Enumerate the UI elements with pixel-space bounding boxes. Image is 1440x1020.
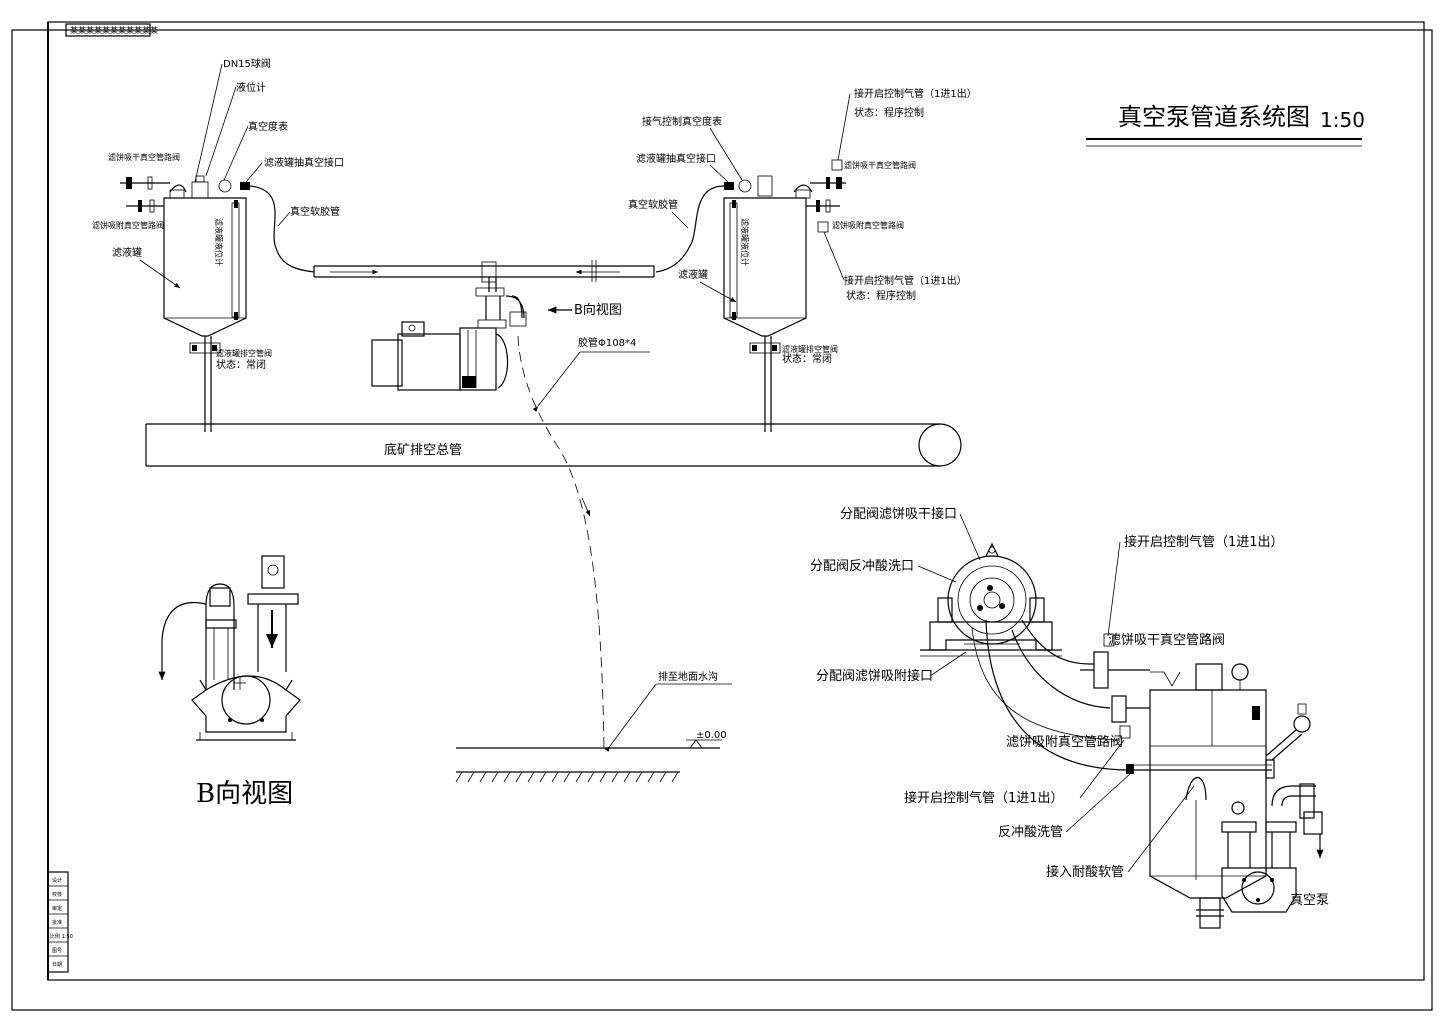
label-filtrate-vac-right: 滤液罐抽真空接口 bbox=[636, 152, 716, 165]
ground-line bbox=[455, 683, 732, 783]
main-drain-pipe bbox=[145, 423, 962, 467]
label-vacuum-gauge-left: 真空度表 bbox=[248, 120, 288, 133]
label-to-ditch: 排至地面水沟 bbox=[658, 670, 718, 683]
label-filter-dry-left: 滤饼吸干真空管路阀 bbox=[108, 152, 180, 162]
left-filtrate-tank bbox=[120, 175, 250, 432]
label-dist-backflush: 分配阀反冲酸洗口 bbox=[810, 559, 914, 574]
label-vac-hose-left: 真空软胶管 bbox=[290, 205, 340, 218]
label-acid-hose: 接入耐酸软管 bbox=[1046, 864, 1124, 880]
label-tank-right: 滤液罐 bbox=[678, 268, 708, 281]
valve-to-pump-pipes bbox=[971, 619, 1275, 779]
label-ctrl-air-big-1: 接开启控制气管（1进1出） bbox=[1124, 534, 1284, 550]
left-tank-labels: DN15球阀 液位计 真空度表 滤液罐抽真空接口 滤饼吸干真空管路阀 滤饼吸附真… bbox=[92, 57, 344, 371]
drawing-scale: 1:50 bbox=[1320, 108, 1365, 132]
right-vacuum-hose bbox=[655, 185, 725, 273]
title-block-2: 审定 bbox=[52, 905, 62, 912]
label-backflush-pipe: 反冲酸洗管 bbox=[998, 825, 1063, 840]
b-view-title: B向视图 bbox=[196, 779, 293, 809]
label-filter-ads-left: 滤饼吸附真空管路阀 bbox=[92, 220, 164, 230]
label-drain-valve-right: 滤液罐排空管阀 bbox=[782, 344, 838, 354]
right-filtrate-tank bbox=[723, 159, 846, 432]
label-filter-ads-big: 滤饼吸附真空管路阀 bbox=[1006, 734, 1123, 750]
vacuum-header-pipe bbox=[313, 260, 655, 292]
label-level-gauge: 液位计 bbox=[236, 81, 266, 94]
label-dist-dry: 分配阀滤饼吸干接口 bbox=[840, 506, 957, 522]
label-dist-ads: 分配阀滤饼吸附接口 bbox=[816, 668, 933, 684]
label-filter-dry-big: 滤饼吸干真空管路阀 bbox=[1108, 632, 1225, 648]
label-filter-ads-right: 滤饼吸附真空管路阀 bbox=[832, 220, 904, 230]
label-ctrl-air-state-1: 状态：程序控制 bbox=[854, 106, 924, 119]
label-tank-side-right: 滤液罐液位计 bbox=[740, 218, 750, 266]
label-tank-left: 滤液罐 bbox=[112, 246, 142, 259]
label-drain-state-left: 状态：常闭 bbox=[216, 358, 266, 371]
label-vacuum-pump: 真空泵 bbox=[1290, 893, 1329, 908]
title-block-5: 图号 bbox=[52, 948, 62, 954]
title-block bbox=[47, 871, 69, 973]
right-tank-labels: 接气控制真空度表 滤液罐抽真空接口 接开启控制气管（1进1出） 状态：程序控制 … bbox=[628, 87, 977, 365]
label-drain-state-right: 状态：常闭 bbox=[782, 352, 832, 365]
title-block-4: 比例 1:50 bbox=[50, 933, 73, 940]
outer-frame bbox=[11, 29, 1433, 1011]
header-box bbox=[65, 23, 151, 37]
label-ctrl-air-right-1: 接开启控制气管（1进1出） bbox=[854, 87, 977, 100]
label-tank-side-left: 滤液罐液位计 bbox=[214, 218, 224, 266]
drain-hose-to-ditch bbox=[517, 335, 605, 751]
b-view-pump bbox=[158, 555, 301, 741]
title-block-3: 批准 bbox=[52, 919, 62, 926]
title-block-6: 日期 bbox=[52, 962, 62, 968]
header-box-text: 某某某某某某某某某某某 bbox=[70, 26, 158, 35]
label-ctrl-air-right-2: 接开启控制气管（1进1出） bbox=[844, 274, 967, 287]
label-main-pipe: 底矿排空总管 bbox=[384, 442, 462, 458]
left-vacuum-hose bbox=[249, 185, 315, 273]
distribution-valve bbox=[920, 542, 1062, 657]
label-dn15: DN15球阀 bbox=[223, 57, 271, 70]
label-drain-valve-left: 滤液罐排空管阀 bbox=[216, 348, 272, 358]
drawing-title: 真空泵管道系统图 bbox=[1118, 103, 1310, 131]
big-vacuum-pump-tank bbox=[1149, 663, 1324, 929]
label-elevation: ±0.00 bbox=[696, 730, 727, 741]
label-hose-spec: 胶管Φ108*4 bbox=[578, 336, 636, 349]
inner-frame bbox=[47, 21, 1425, 981]
title-block-1: 校核 bbox=[52, 891, 62, 898]
label-filter-dry-right: 滤饼吸干真空管路阀 bbox=[844, 160, 916, 170]
center-vacuum-pump bbox=[371, 287, 527, 391]
label-ctrl-air-state-2: 状态：程序控制 bbox=[846, 289, 916, 302]
label-ctrl-air-big-2: 接开启控制气管（1进1出） bbox=[904, 790, 1064, 806]
label-air-ctrl-gauge: 接气控制真空度表 bbox=[642, 115, 722, 128]
title-block-0: 设计 bbox=[52, 877, 62, 884]
label-filtrate-vac-left: 滤液罐抽真空接口 bbox=[264, 156, 344, 169]
label-vac-hose-right: 真空软胶管 bbox=[628, 198, 678, 211]
label-b-view-arrow: B向视图 bbox=[574, 302, 622, 318]
